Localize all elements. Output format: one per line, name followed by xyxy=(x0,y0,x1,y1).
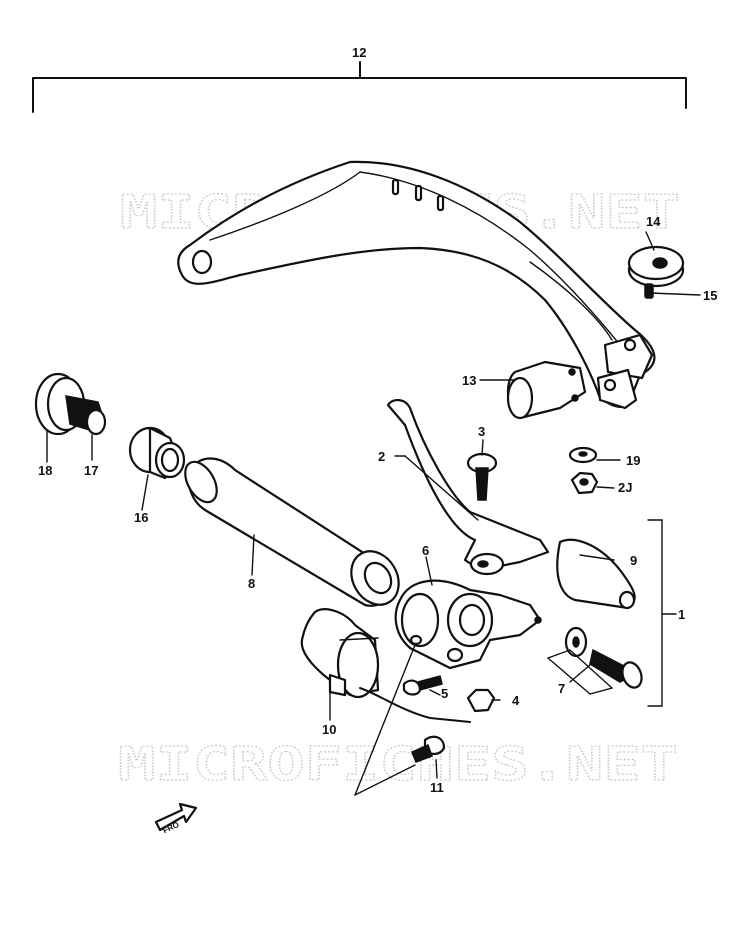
front-arrow-icon: FRO xyxy=(154,802,198,835)
nut-part-20 xyxy=(570,471,599,495)
grip-part-8 xyxy=(184,457,400,607)
callout-14: 14 xyxy=(646,214,661,229)
screw-part-5 xyxy=(402,675,443,696)
lever-part-2 xyxy=(386,399,550,576)
callout-10: 10 xyxy=(322,722,336,737)
callout-1: 1 xyxy=(678,607,685,622)
clamp-part-13 xyxy=(506,360,587,420)
callout-16: 16 xyxy=(134,510,148,525)
bolt-part-3 xyxy=(466,452,498,501)
bracket-12 xyxy=(32,61,687,113)
switch-part-10 xyxy=(300,608,380,699)
spacer-part-16 xyxy=(128,426,186,480)
callout-9: 9 xyxy=(630,553,637,568)
leader-lines xyxy=(46,231,701,796)
hand-guard-part xyxy=(177,160,656,410)
lever-holder-part-6 xyxy=(394,579,542,670)
callout-5: 5 xyxy=(441,686,448,701)
callout-7: 7 xyxy=(558,681,565,696)
washer-part-19 xyxy=(568,446,598,464)
callout-19: 19 xyxy=(626,453,640,468)
callout-2: 2 xyxy=(378,449,385,464)
callout-18: 18 xyxy=(38,463,52,478)
callout-6: 6 xyxy=(422,543,429,558)
callout-8: 8 xyxy=(248,576,255,591)
bar-end-screw-part-17 xyxy=(65,395,107,436)
callout-20: 2J xyxy=(618,480,632,495)
rubber-cap-part-14 xyxy=(627,245,685,288)
callout-15: 15 xyxy=(703,288,717,303)
callout-17: 17 xyxy=(84,463,98,478)
screw-part-15 xyxy=(644,283,654,299)
callout-13: 13 xyxy=(462,373,476,388)
callout-11: 11 xyxy=(430,780,444,795)
watermark-bottom: MICROFICHES.NET xyxy=(118,737,678,791)
callout-4: 4 xyxy=(512,693,520,708)
nut-part-4 xyxy=(466,688,496,713)
bolt-and-washer-part-7 xyxy=(546,626,643,695)
cable xyxy=(359,687,471,723)
callouts: 12 14 15 13 3 2 19 2J 18 17 16 6 9 8 1 7… xyxy=(38,45,717,795)
callout-12: 12 xyxy=(352,45,366,60)
lever-cover-part-9 xyxy=(556,538,636,610)
screw-part-11 xyxy=(411,735,446,763)
callout-3: 3 xyxy=(478,424,485,439)
